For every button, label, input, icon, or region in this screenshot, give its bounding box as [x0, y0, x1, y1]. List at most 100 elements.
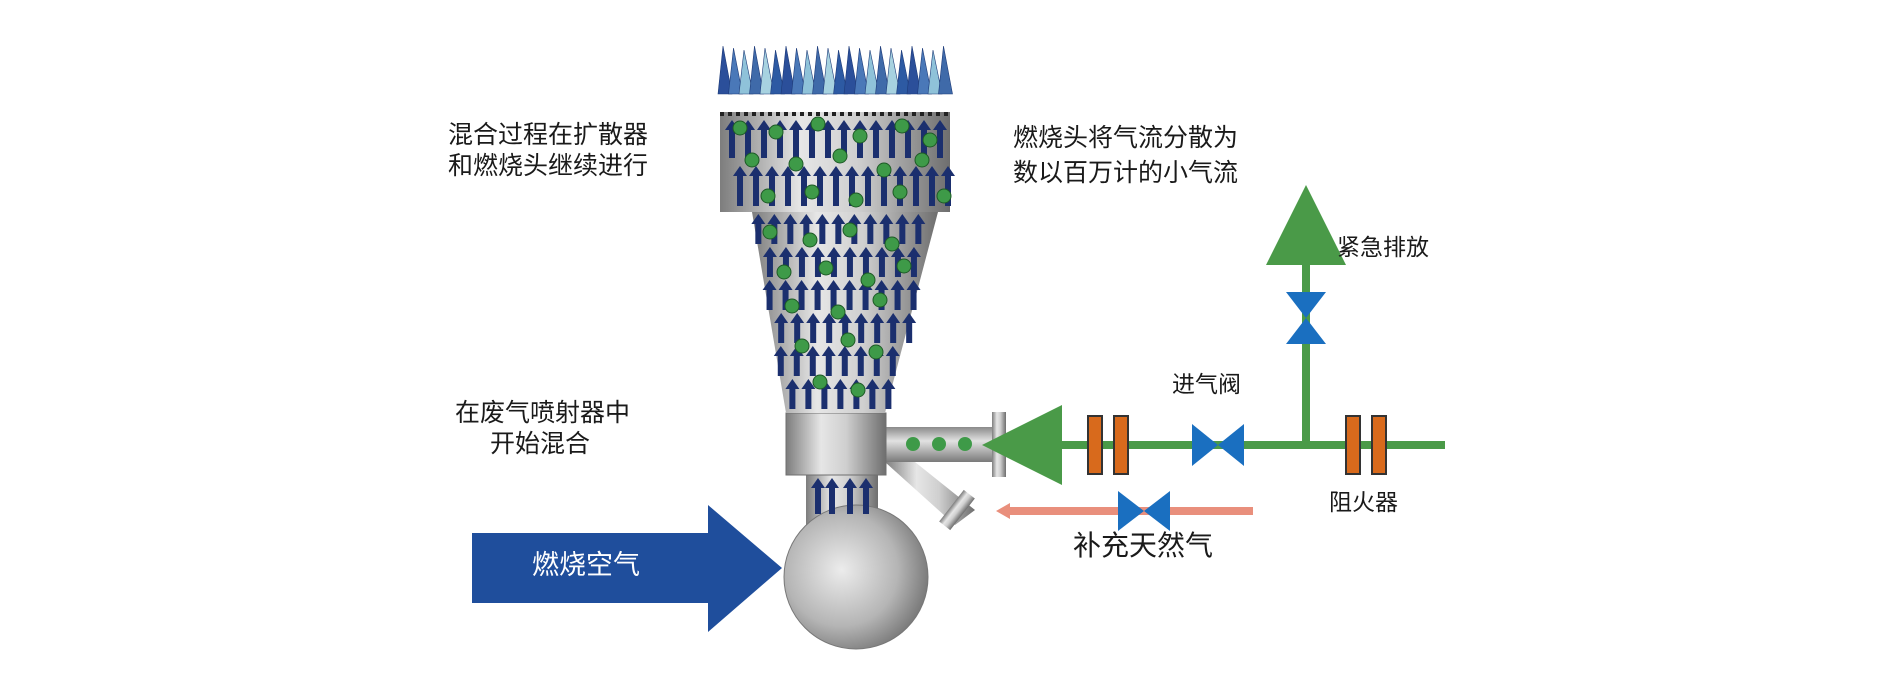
gas-bubble — [848, 192, 864, 208]
flow-arrow — [906, 280, 921, 310]
flame-tip — [822, 47, 838, 95]
flow-arrow — [821, 346, 836, 376]
flow-arrow — [838, 313, 853, 343]
flow-arrow — [909, 166, 923, 206]
flow-arrow — [778, 280, 793, 310]
flow-arrow — [859, 478, 873, 514]
flow-arrow — [783, 214, 798, 244]
label-burner-head-2: 数以百万计的小气流 — [1013, 158, 1239, 187]
flow-arrow — [815, 214, 830, 244]
flame-tip — [759, 47, 775, 95]
gas-bubble — [894, 118, 910, 134]
flame-tip — [938, 45, 953, 95]
gas-bubble — [776, 264, 792, 280]
flow-arrow — [813, 166, 827, 206]
gas-bubble — [804, 184, 820, 200]
flame-tip — [927, 49, 943, 95]
flame-arrester-left — [1087, 415, 1129, 475]
flow-arrow — [842, 280, 857, 310]
flame-tip — [801, 49, 817, 95]
combustion-air-arrow — [472, 505, 782, 632]
flow-arrow — [762, 247, 777, 277]
inlet-valve-icon — [1192, 424, 1244, 466]
flow-arrow — [861, 166, 875, 206]
gas-bubble — [914, 152, 930, 168]
label-eductor-mix-2: 开始混合 — [490, 429, 591, 458]
flow-arrow — [829, 166, 843, 206]
gas-bubble — [842, 222, 858, 238]
flow-arrow — [874, 247, 889, 277]
flame-tip — [791, 47, 806, 95]
flow-arrow — [794, 247, 809, 277]
flow-arrow — [751, 214, 766, 244]
gas-bubble — [830, 304, 846, 320]
flow-arrow — [781, 166, 795, 206]
gas-bubble — [868, 344, 884, 360]
gas-bubble — [794, 338, 810, 354]
flow-arrow — [837, 120, 851, 158]
flow-arrow — [822, 313, 837, 343]
flow-arrow — [842, 247, 857, 277]
gas-bubble — [872, 292, 888, 308]
label-inlet-valve: 进气阀 — [1172, 372, 1241, 398]
flame-tip — [906, 45, 922, 95]
gas-bubble — [860, 272, 876, 288]
internal-flow — [725, 116, 955, 514]
gas-bubble — [784, 298, 800, 314]
flame-tip — [749, 45, 764, 95]
flow-arrow — [933, 120, 947, 158]
flow-arrow — [881, 379, 896, 409]
flow-arrow — [810, 247, 825, 277]
flow-arrow — [805, 346, 820, 376]
flame-tip — [812, 45, 827, 95]
flow-arrow — [733, 166, 747, 206]
flow-arrow — [843, 478, 857, 514]
flow-arrow — [799, 214, 814, 244]
flow-arrow — [879, 214, 894, 244]
flow-arrow — [833, 379, 848, 409]
gas-bubble — [760, 188, 776, 204]
flame-tip — [854, 47, 869, 95]
flow-arrow — [773, 346, 788, 376]
flow-arrow — [845, 166, 859, 206]
gas-bubble — [896, 258, 912, 274]
label-emergency-vent: 紧急排放 — [1337, 235, 1429, 261]
flame-tip — [717, 45, 733, 95]
gas-bubble — [818, 260, 834, 276]
flow-arrow — [890, 280, 905, 310]
label-combustion-air: 燃烧空气 — [532, 550, 640, 581]
gas-bubble — [892, 184, 908, 200]
gas-bubble — [810, 116, 826, 132]
flow-arrow — [826, 247, 841, 277]
flow-arrow — [869, 120, 883, 158]
gas-bubble — [812, 374, 828, 390]
gas-bubble — [922, 132, 938, 148]
flow-arrow — [886, 313, 901, 343]
flow-arrow — [885, 346, 900, 376]
flow-arrow — [831, 214, 846, 244]
flow-arrow — [906, 247, 921, 277]
air-plenum-sphere — [783, 504, 929, 650]
flame-tip — [738, 49, 754, 95]
flame-tip — [833, 49, 848, 95]
flow-arrow — [757, 120, 771, 158]
flow-arrow — [825, 478, 839, 514]
flow-arrow — [785, 379, 800, 409]
flow-arrow — [902, 313, 917, 343]
flame-tip — [728, 47, 743, 95]
flame-tip — [770, 49, 785, 95]
flow-arrow — [801, 379, 816, 409]
flow-arrow — [794, 280, 809, 310]
flame-tip — [875, 45, 890, 95]
flame-tip — [780, 45, 796, 95]
gas-bubble — [762, 224, 778, 240]
gas-bubble — [802, 232, 818, 248]
gas-bubble — [852, 128, 868, 144]
flame-tip — [896, 49, 911, 95]
flow-arrow — [774, 313, 789, 343]
flow-arrow — [837, 346, 852, 376]
gas-bubble — [884, 236, 900, 252]
flame-arrester-right — [1345, 415, 1387, 475]
flow-arrow — [865, 379, 880, 409]
